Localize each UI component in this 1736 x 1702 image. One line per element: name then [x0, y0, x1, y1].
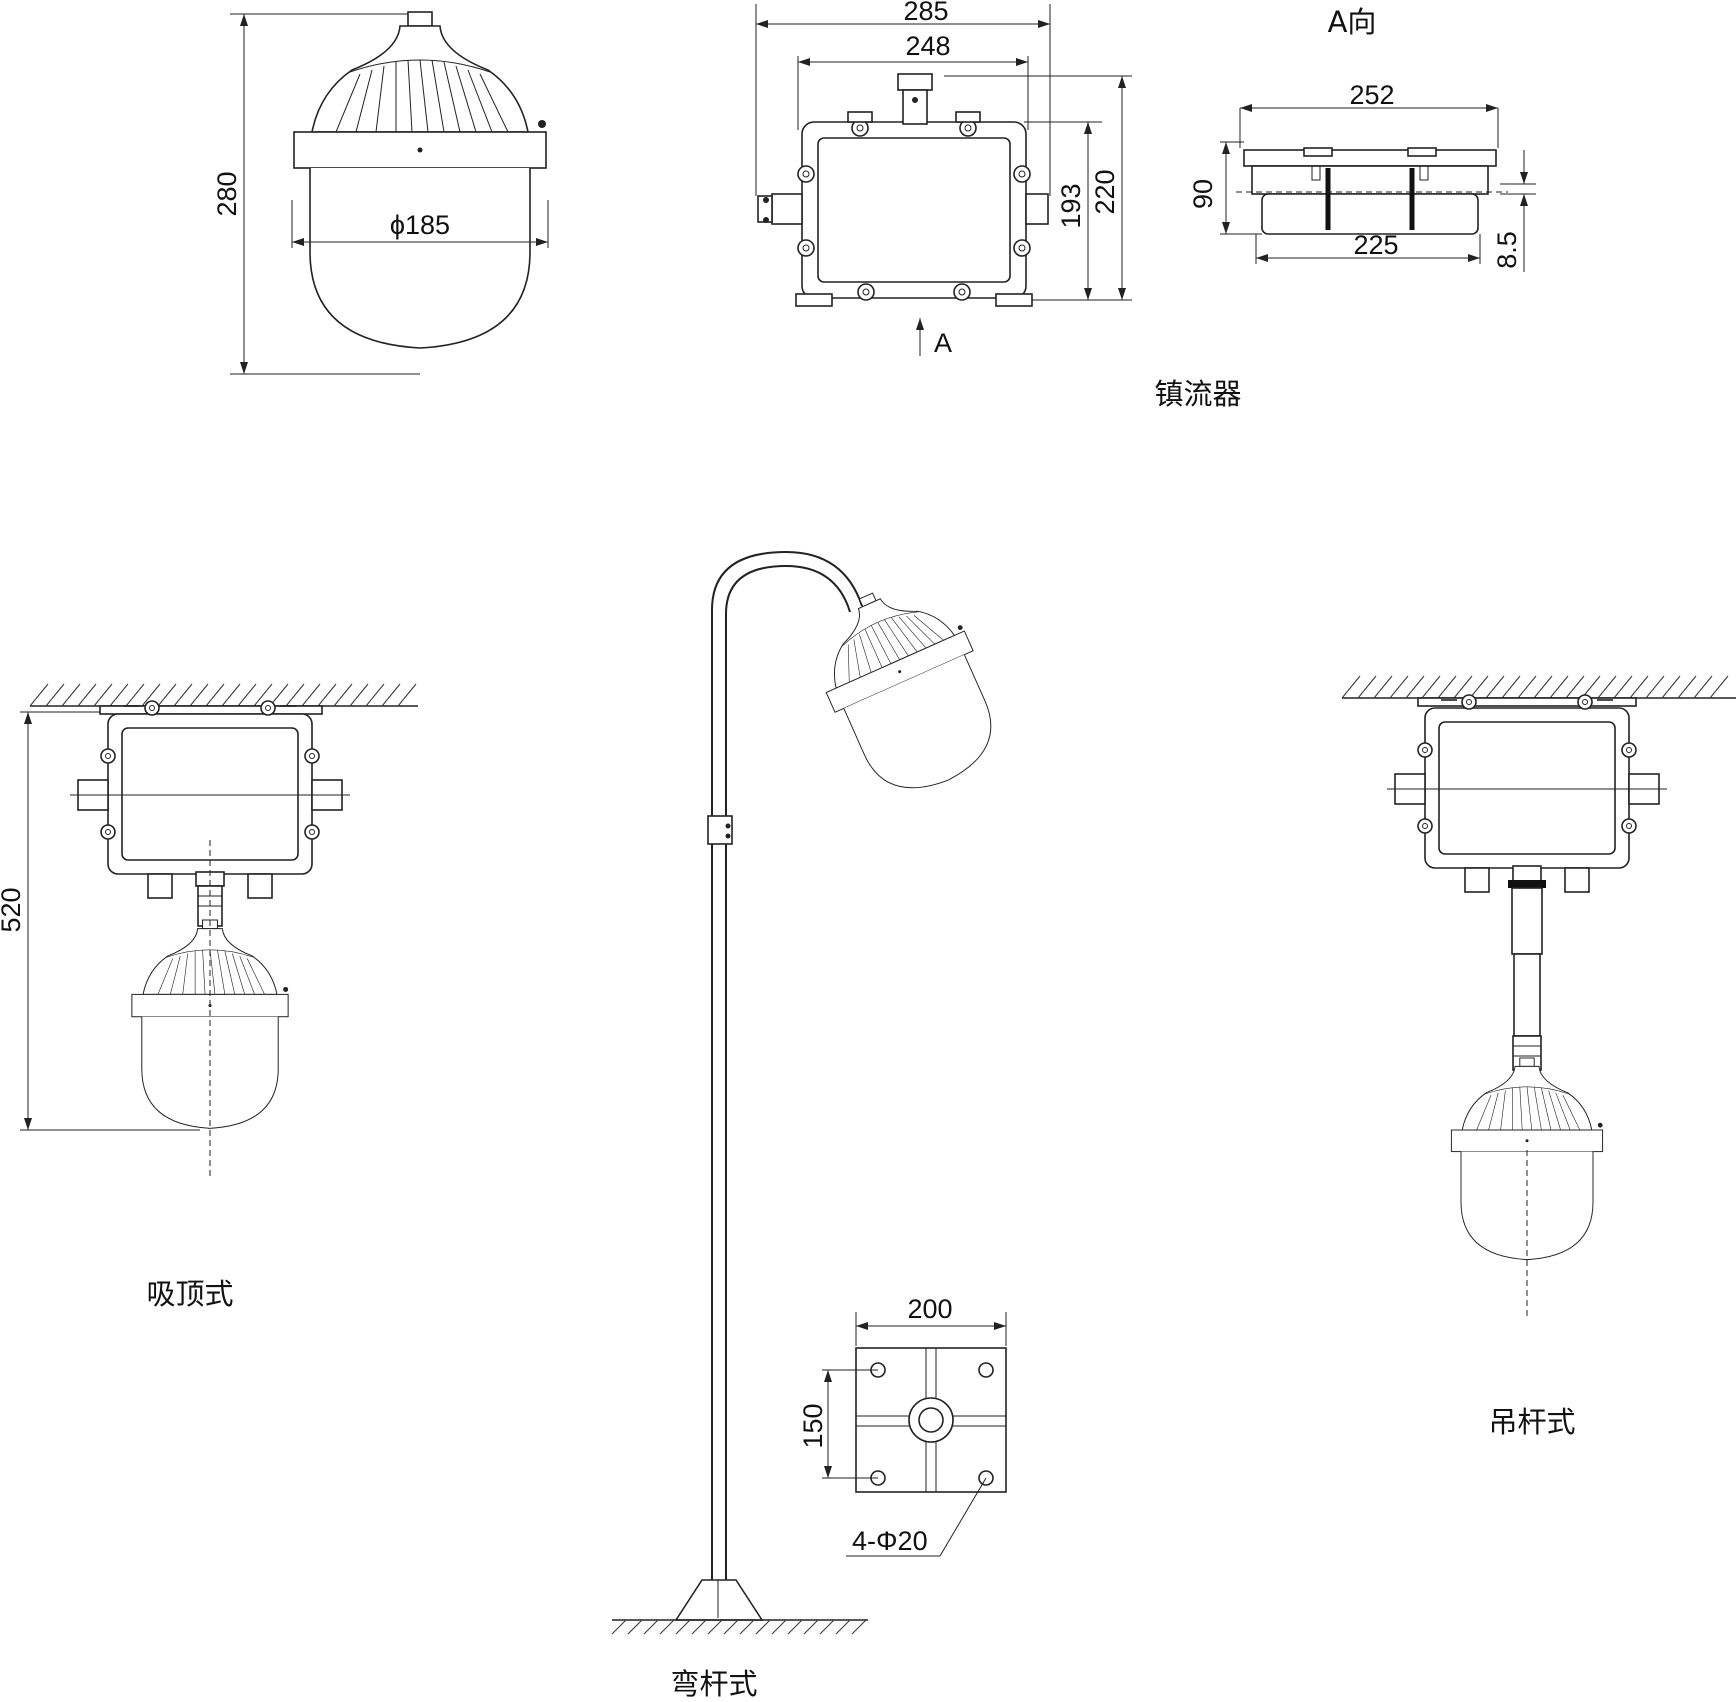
pendant-label: 吊杆式 [1488, 1405, 1575, 1439]
pendant-drawing [1341, 675, 1736, 1320]
lamp-diameter-dim: ϕ185 [390, 210, 450, 240]
a-view-bottom-width: 225 [1353, 230, 1398, 260]
base-plate-holes: 4-Φ20 [852, 1526, 928, 1556]
lamp-height-dim: 280 [212, 171, 242, 216]
a-view-drawing [1220, 104, 1536, 272]
a-view-height: 90 [1188, 179, 1218, 209]
a-view-offset: 8.5 [1492, 231, 1522, 269]
bent-pole-drawing [611, 550, 1018, 1635]
ballast-height-inner: 193 [1056, 183, 1086, 228]
ballast-width-inner: 248 [905, 31, 950, 61]
base-plate-hole-spacing: 150 [798, 1403, 828, 1448]
base-plate-width: 200 [907, 1294, 952, 1324]
a-view-top-width: 252 [1349, 80, 1394, 110]
ceiling-height-dim: 520 [0, 887, 26, 932]
view-arrow-label: A [934, 328, 952, 358]
ballast-height-outer: 220 [1090, 169, 1120, 214]
ballast-label: 镇流器 [1154, 377, 1241, 411]
base-plate-drawing [822, 1312, 1007, 1557]
a-view-title: A向 [1328, 5, 1377, 39]
lamp-front-view [230, 11, 549, 375]
ceiling-mount-label: 吸顶式 [146, 1277, 233, 1311]
ballast-front-view [755, 4, 1132, 356]
ceiling-mount-drawing [20, 683, 418, 1180]
ballast-width-outer: 285 [903, 0, 948, 26]
bent-pole-label: 弯杆式 [670, 1667, 757, 1701]
